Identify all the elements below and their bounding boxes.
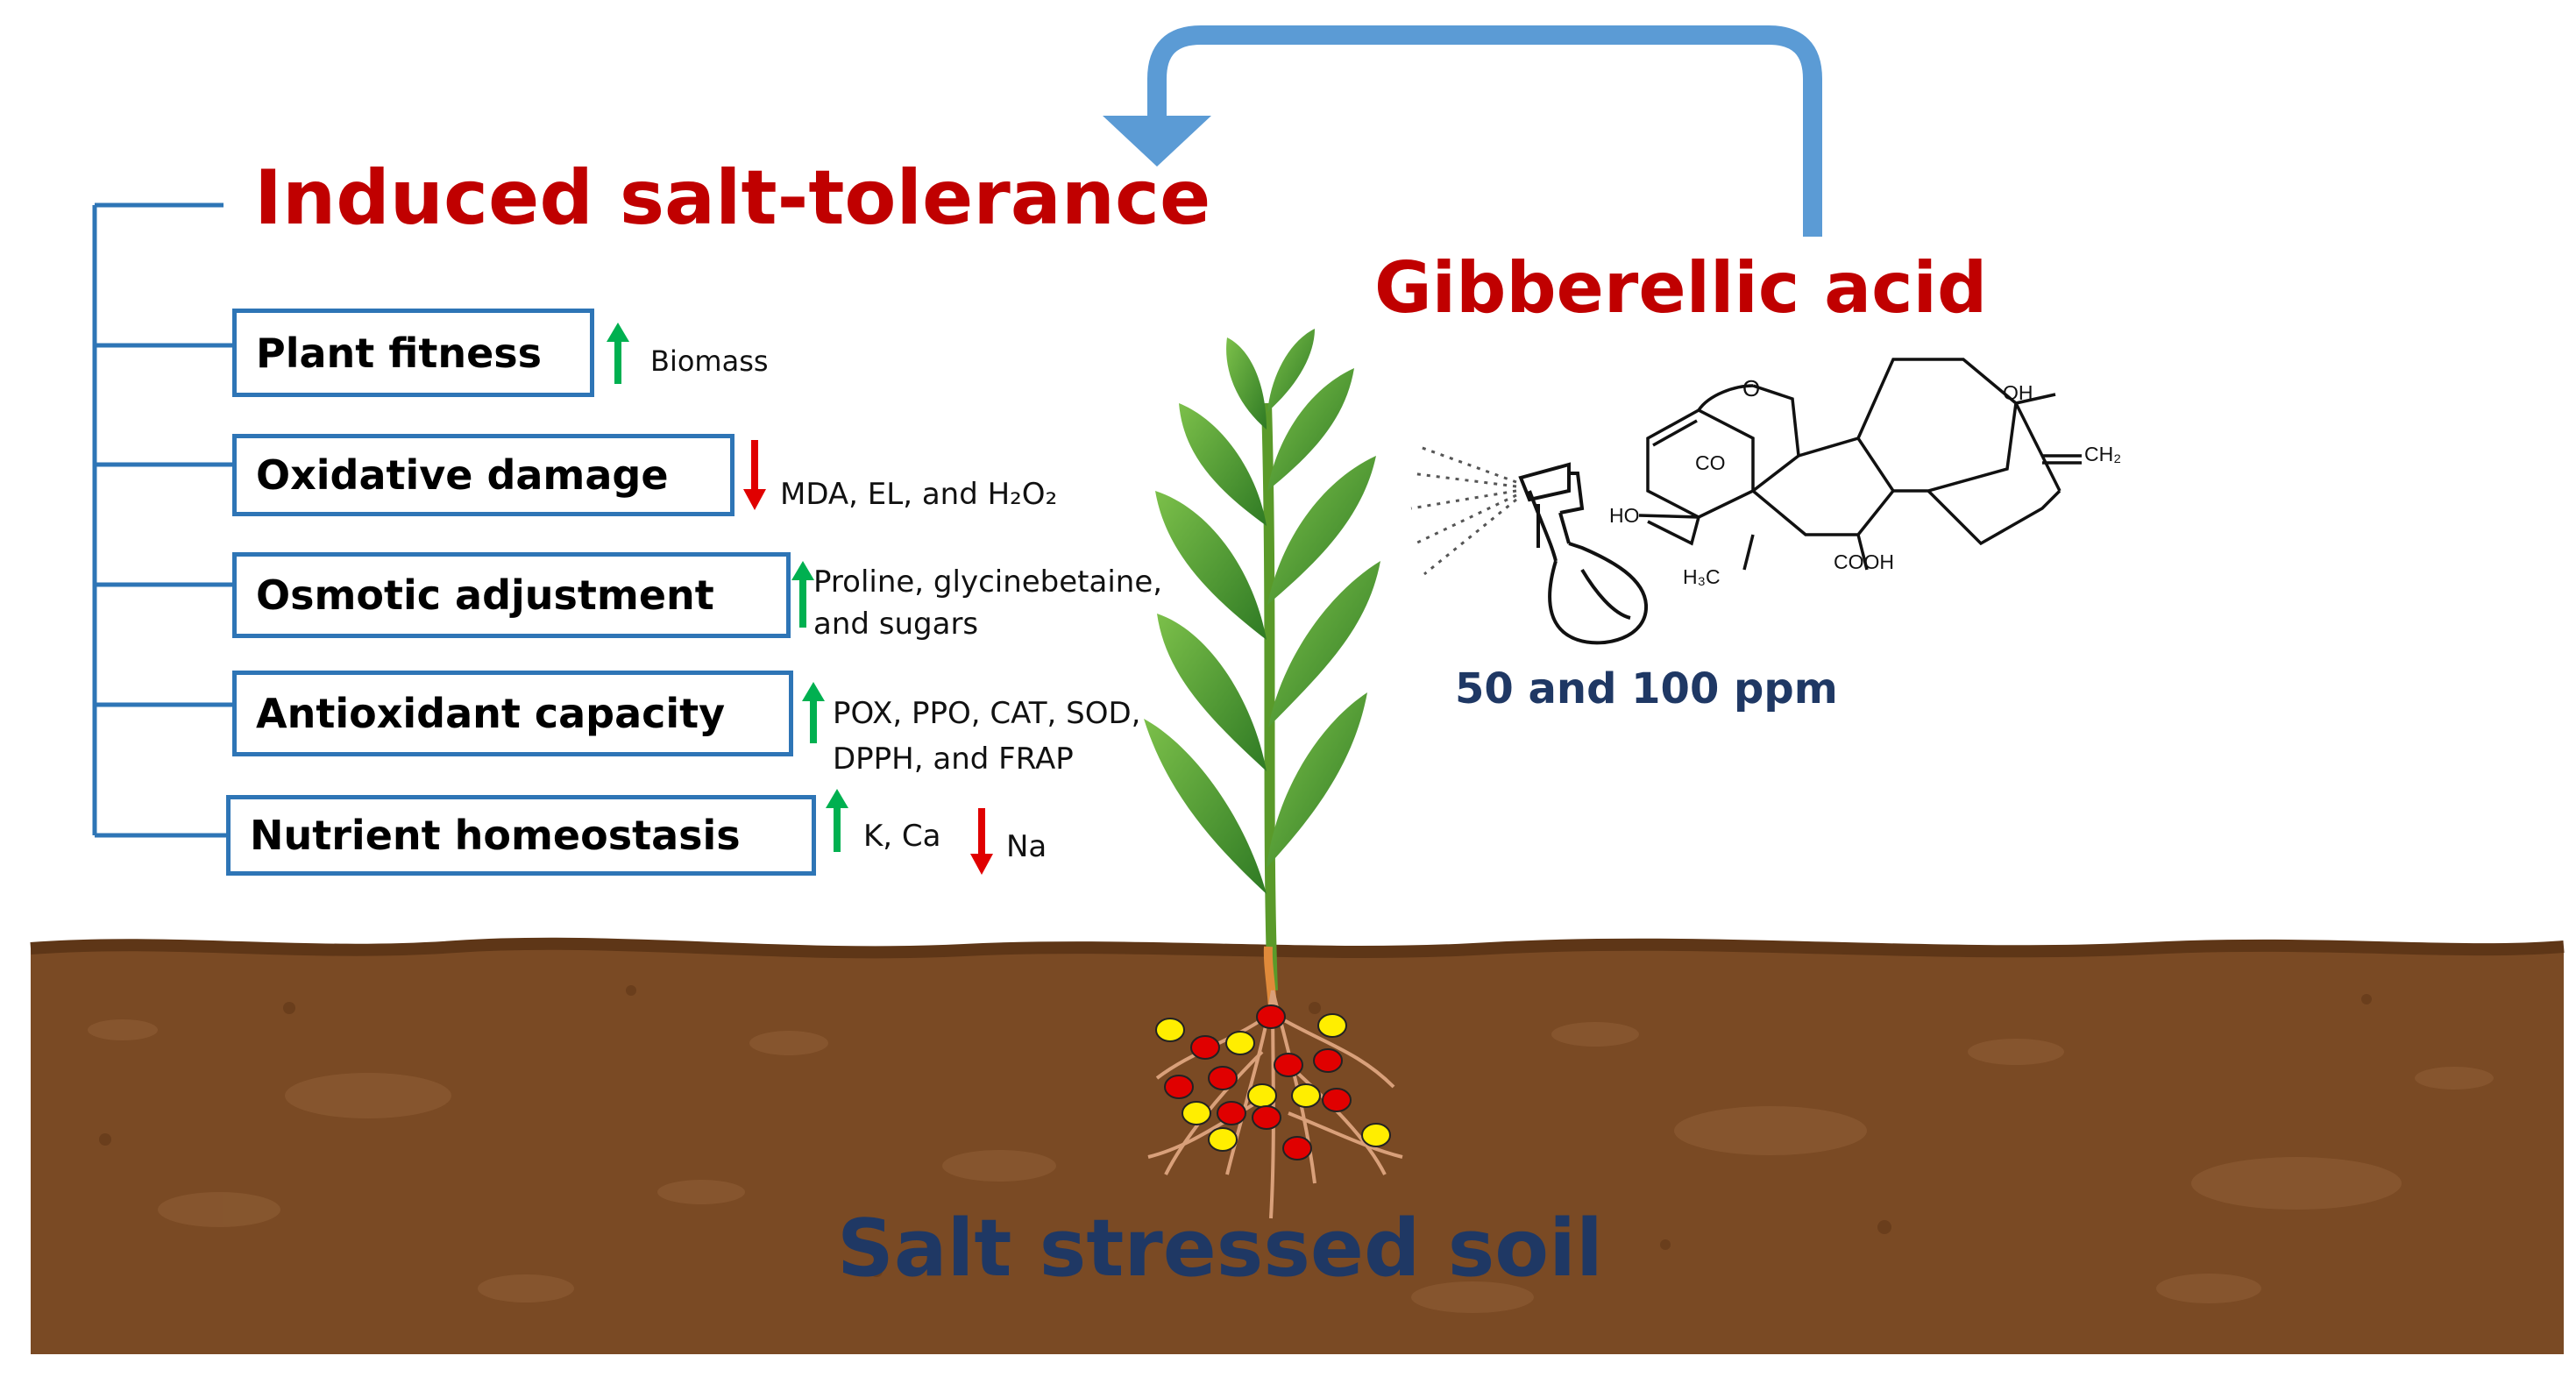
ion-icon — [1190, 1035, 1220, 1060]
dose-label: 50 and 100 ppm — [1455, 664, 1838, 713]
ion-icon — [1155, 1018, 1185, 1042]
box-oxidative-damage: Oxidative damage — [232, 434, 734, 516]
effect-text: POX, PPO, CAT, SOD, — [833, 696, 1141, 731]
effect-text-2: and sugars — [813, 607, 979, 642]
ion-icon — [1247, 1083, 1277, 1108]
effect-text: Biomass — [650, 344, 769, 378]
box-plant-fitness: Plant fitness — [232, 309, 594, 397]
treatment-title: Gibberellic acid — [1374, 247, 1988, 329]
up-arrow-icon — [826, 789, 848, 852]
gibberellic-acid-structure — [1638, 358, 2082, 571]
chem-label-oh: OH — [2003, 381, 2033, 404]
ion-icon — [1274, 1053, 1303, 1077]
soil-label: Salt stressed soil — [837, 1203, 1603, 1295]
ion-icon — [1282, 1136, 1312, 1161]
box-label: Osmotic adjustment — [256, 571, 714, 619]
salt-ions — [1155, 1004, 1391, 1161]
chem-label-cooh: COOH — [1834, 550, 1894, 573]
box-label: Plant fitness — [256, 329, 543, 377]
ion-icon — [1317, 1013, 1347, 1038]
box-osmotic-adjustment: Osmotic adjustment — [232, 552, 791, 638]
down-arrow-icon — [743, 440, 766, 510]
ion-icon — [1291, 1083, 1321, 1108]
ion-icon — [1313, 1048, 1343, 1073]
feedback-arrow — [1103, 25, 1822, 237]
ion-icon — [1252, 1105, 1281, 1130]
ion-icon — [1256, 1004, 1286, 1029]
ion-icon — [1208, 1127, 1238, 1152]
chem-label-o: O — [1742, 375, 1761, 401]
box-antioxidant-capacity: Antioxidant capacity — [232, 671, 793, 756]
up-arrow-icon — [791, 561, 814, 628]
box-label: Oxidative damage — [256, 451, 669, 499]
main-title: Induced salt-tolerance — [254, 154, 1211, 242]
down-arrow-icon — [970, 808, 993, 875]
ion-icon — [1217, 1101, 1246, 1125]
ion-icon — [1361, 1123, 1391, 1147]
chem-label-co: CO — [1695, 451, 1726, 474]
effect-text: Proline, glycinebetaine, — [813, 564, 1163, 600]
effect-text-2: Na — [1006, 829, 1047, 864]
ion-icon — [1208, 1066, 1238, 1090]
ion-icon — [1225, 1031, 1255, 1055]
chem-label-h3c: H₃C — [1683, 565, 1721, 588]
up-arrow-icon — [802, 682, 825, 743]
effect-text: K, Ca — [863, 819, 941, 854]
ion-icon — [1182, 1101, 1211, 1125]
effect-text-2: DPPH, and FRAP — [833, 742, 1074, 777]
plant-icon — [1144, 329, 1380, 1009]
up-arrow-icon — [607, 323, 629, 384]
box-nutrient-homeostasis: Nutrient homeostasis — [226, 795, 816, 876]
ion-icon — [1322, 1088, 1352, 1112]
bracket-connector — [92, 202, 232, 838]
chem-label-ho: HO — [1609, 504, 1640, 527]
chem-label-ch2: CH₂ — [2084, 443, 2122, 465]
box-label: Nutrient homeostasis — [250, 812, 741, 859]
box-label: Antioxidant capacity — [256, 690, 726, 737]
effect-text: MDA, EL, and H₂O₂ — [780, 477, 1058, 512]
ion-icon — [1164, 1075, 1194, 1099]
spray-mist — [1410, 445, 1517, 576]
spray-bottle-icon — [1518, 462, 1649, 645]
